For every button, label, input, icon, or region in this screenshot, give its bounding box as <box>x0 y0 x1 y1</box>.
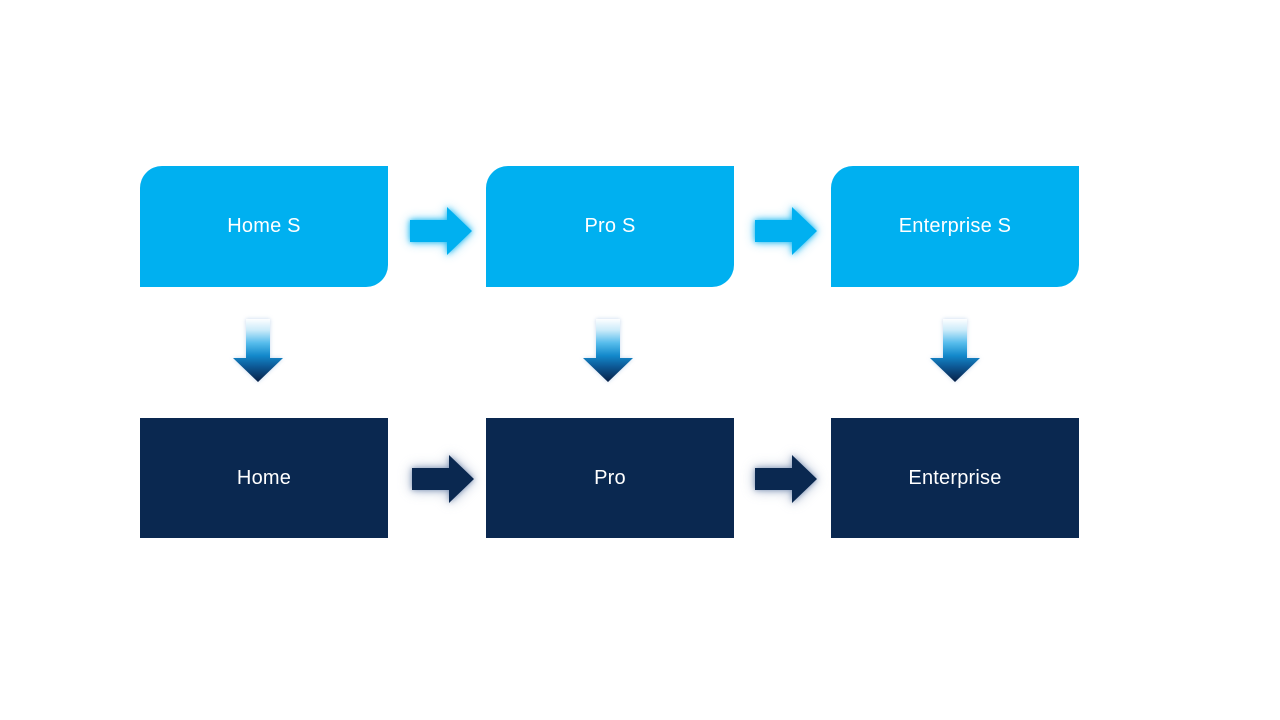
right-arrow-svg <box>412 455 474 503</box>
node-home: Home <box>140 418 388 538</box>
right-arrow-svg <box>755 207 817 255</box>
right-arrow-icon-top-1 <box>410 207 472 255</box>
node-home-s: Home S <box>140 166 388 287</box>
right-arrow-icon-bottom-2 <box>755 455 817 503</box>
down-arrow-icon-2 <box>583 319 633 382</box>
down-arrow-icon-3 <box>930 319 980 382</box>
down-arrow-svg <box>233 319 283 382</box>
node-enterprise: Enterprise <box>831 418 1079 538</box>
node-pro-s: Pro S <box>486 166 734 287</box>
right-arrow-svg <box>755 455 817 503</box>
right-arrow-icon-bottom-1 <box>412 455 474 503</box>
node-pro-label: Pro <box>594 466 626 489</box>
node-enterprise-s: Enterprise S <box>831 166 1079 287</box>
right-arrow-svg <box>410 207 472 255</box>
node-enterprise-label: Enterprise <box>908 466 1002 489</box>
down-arrow-svg <box>930 319 980 382</box>
down-arrow-svg <box>583 319 633 382</box>
down-arrow-icon-1 <box>233 319 283 382</box>
node-pro-s-label: Pro S <box>584 215 636 237</box>
node-home-label: Home <box>236 466 292 489</box>
right-arrow-icon-top-2 <box>755 207 817 255</box>
node-home-s-label: Home S <box>227 215 301 237</box>
node-pro: Pro <box>486 418 734 538</box>
node-enterprise-s-label: Enterprise S <box>898 215 1012 237</box>
